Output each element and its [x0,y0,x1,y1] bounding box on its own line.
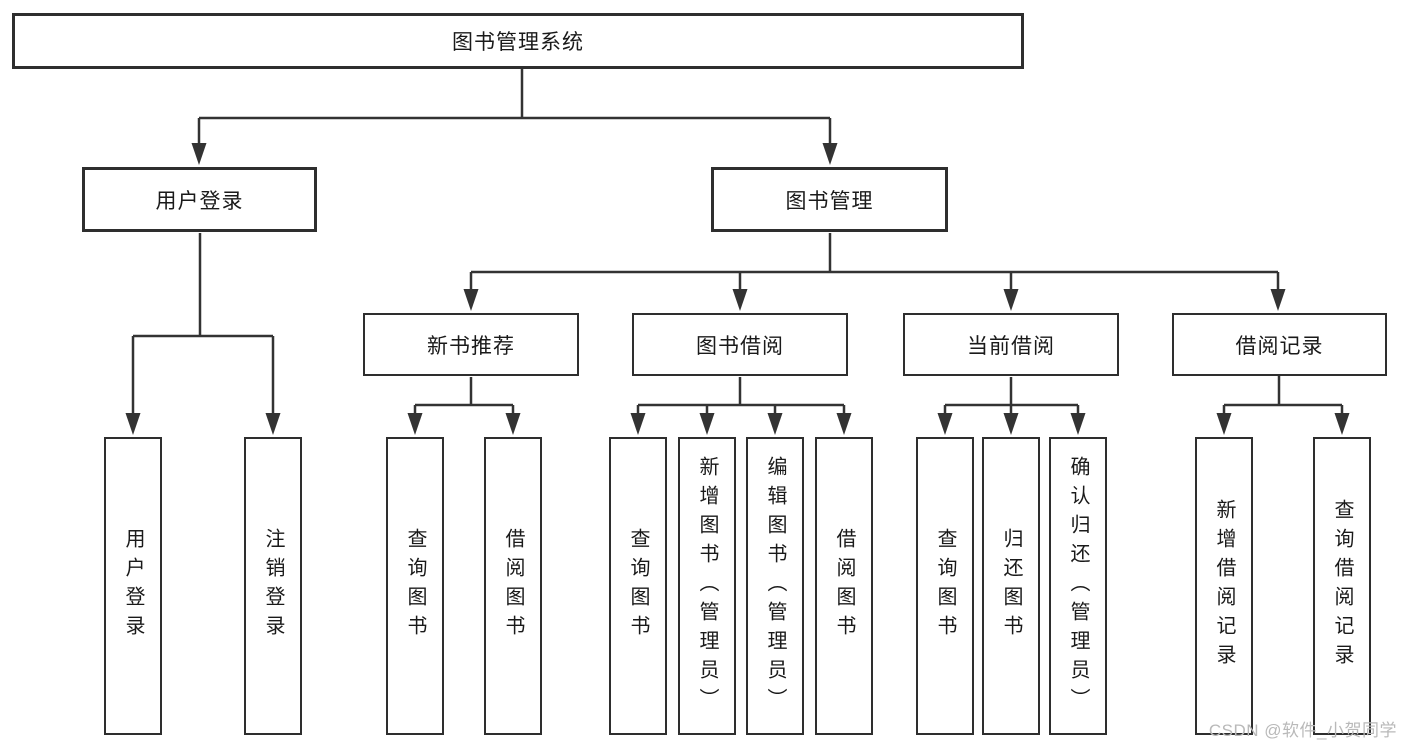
node-label: 查询借阅记录 [1331,499,1353,673]
node-new-book-recommend: 新书推荐 [363,313,579,376]
node-label: 借阅图书 [833,528,855,644]
node-current-borrowing: 当前借阅 [903,313,1119,376]
leaf-records-query-record: 查询借阅记录 [1313,437,1371,735]
csdn-watermark: CSDN @软件_小贺同学 [1208,721,1397,740]
node-label: 查询图书 [934,528,956,644]
leaf-current-confirm-return-admin: 确认归还（管理员） [1049,437,1107,735]
leaf-recommend-borrow-book: 借阅图书 [484,437,542,735]
node-label: 用户登录 [155,189,244,213]
leaf-borrowing-add-book-admin: 新增图书（管理员） [678,437,736,735]
leaf-recommend-query-book: 查询图书 [386,437,444,735]
leaf-borrowing-borrow-book: 借阅图书 [815,437,873,735]
leaf-records-add-record: 新增借阅记录 [1195,437,1253,735]
node-library-system: 图书管理系统 [12,13,1024,69]
leaf-borrowing-query-book: 查询图书 [609,437,667,735]
node-label: 查询图书 [404,528,426,644]
leaf-logout-login: 注销登录 [244,437,302,735]
leaf-current-query-book: 查询图书 [916,437,974,735]
node-label: 编辑图书（管理员） [764,455,786,717]
node-book-management: 图书管理 [711,167,948,232]
node-label: 新增图书（管理员） [696,455,718,717]
node-label: 借阅记录 [1235,334,1324,358]
node-borrowing-records: 借阅记录 [1172,313,1387,376]
node-user-login: 用户登录 [82,167,317,232]
leaf-user-login: 用户登录 [104,437,162,735]
leaf-current-return-book: 归还图书 [982,437,1040,735]
node-label: 归还图书 [1000,528,1022,644]
node-label: 图书管理 [785,189,874,213]
node-label: 确认归还（管理员） [1067,455,1089,717]
node-label: 查询图书 [627,528,649,644]
node-book-borrowing: 图书借阅 [632,313,848,376]
node-label: 新增借阅记录 [1213,499,1235,673]
node-label: 用户登录 [122,528,144,644]
node-label: 新书推荐 [427,334,515,358]
node-label: 当前借阅 [967,334,1055,358]
leaf-borrowing-edit-book-admin: 编辑图书（管理员） [746,437,804,735]
node-label: 注销登录 [262,528,284,644]
node-label: 图书管理系统 [452,31,584,54]
node-label: 图书借阅 [696,334,784,358]
node-label: 借阅图书 [502,528,524,644]
